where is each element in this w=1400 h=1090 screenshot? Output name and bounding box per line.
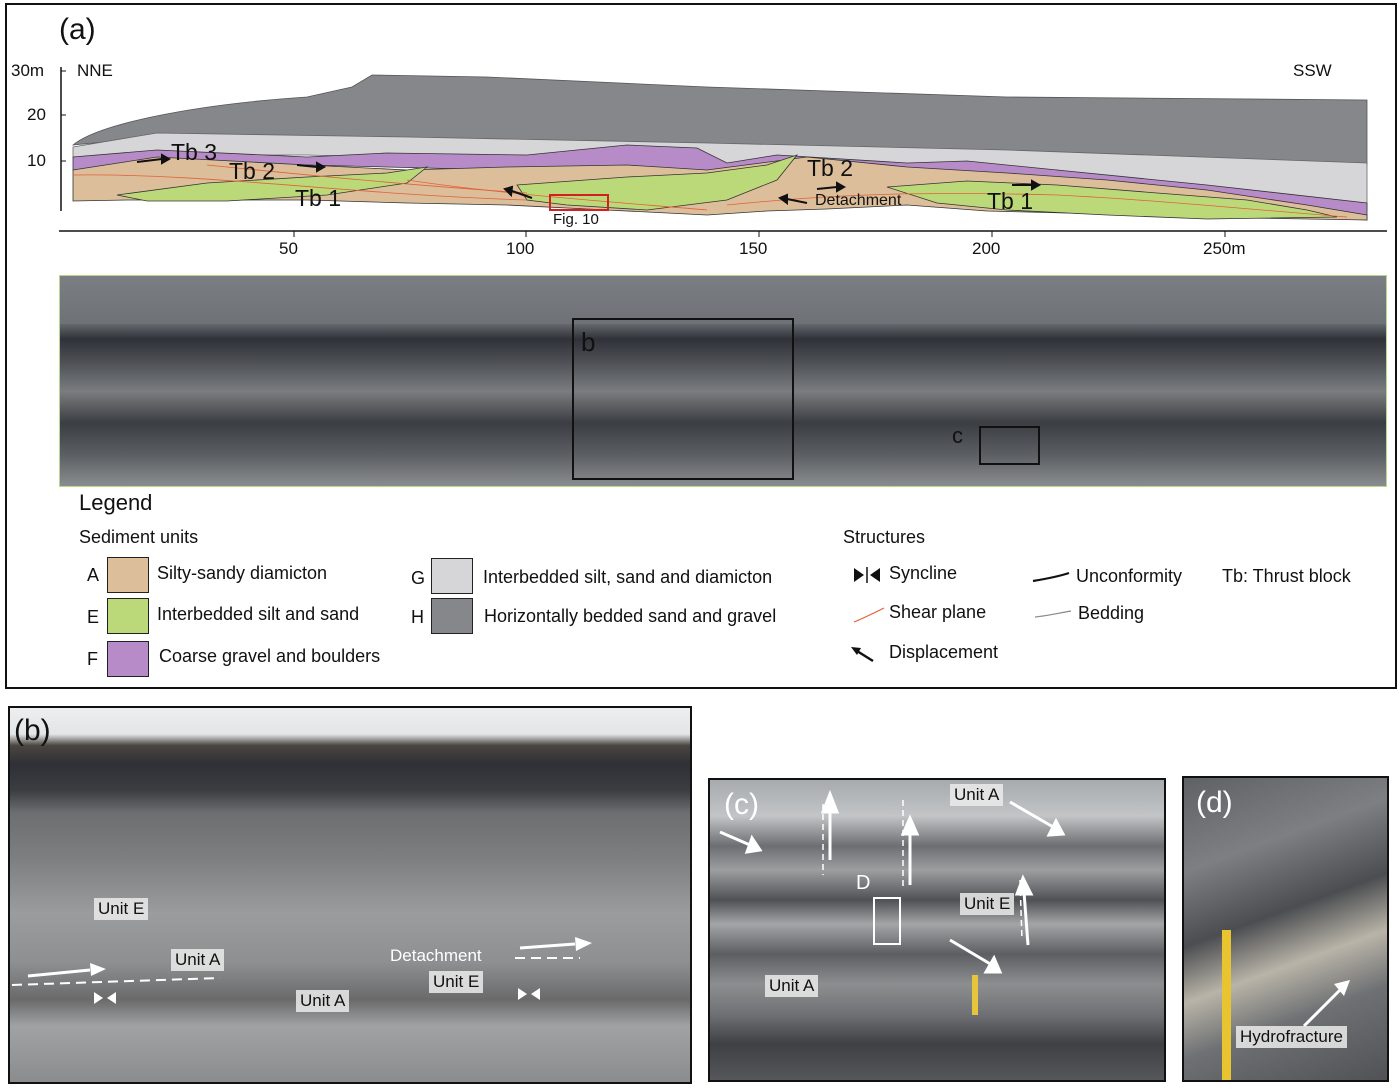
shear-plane-label: Shear plane bbox=[889, 602, 987, 622]
annotation-unit-e: Unit E bbox=[960, 893, 1015, 915]
unit-g-label: Interbedded silt, sand and diamicton bbox=[483, 567, 773, 587]
unit-e-layer-2 bbox=[516, 154, 799, 211]
annotation-unit-a-bottom: Unit A bbox=[765, 975, 819, 997]
unit-h-label: Horizontally bedded sand and gravel bbox=[484, 606, 777, 626]
unit-g-swatch bbox=[431, 558, 473, 594]
unit-f-label: Coarse gravel and boulders bbox=[159, 646, 381, 666]
structures-title: Structures bbox=[843, 527, 926, 547]
annotation-hydrofracture: Hydrofracture bbox=[1236, 1026, 1347, 1048]
panel-a: (a) bbox=[5, 3, 1397, 689]
unit-f-code: F bbox=[87, 649, 98, 669]
panel-a-label: (a) bbox=[59, 13, 96, 46]
panel-c: (c) Unit A D Unit E Unit A bbox=[708, 778, 1166, 1082]
unconformity-label: Unconformity bbox=[1076, 566, 1183, 586]
shear-plane-icon bbox=[853, 607, 885, 623]
x-tick-250: 250m bbox=[1203, 239, 1246, 258]
detachment-label: Detachment bbox=[815, 192, 902, 209]
bedding-icon bbox=[1034, 610, 1072, 618]
y-tick-30: 30m bbox=[11, 61, 45, 80]
unconformity-icon bbox=[1032, 571, 1070, 583]
panel-b-label: (b) bbox=[14, 714, 51, 747]
cliff-photo-model bbox=[59, 275, 1387, 487]
d-box bbox=[873, 897, 901, 945]
thrust-label-tb1-left: Tb 1 bbox=[295, 185, 342, 211]
photo-box-c bbox=[979, 426, 1040, 465]
photo-box-b bbox=[572, 318, 794, 480]
photo-label-b: b bbox=[581, 327, 596, 357]
syncline-icon bbox=[854, 567, 880, 583]
syncline-label: Syncline bbox=[889, 563, 958, 583]
sky-area bbox=[60, 276, 1386, 324]
x-tick-50: 50 bbox=[279, 239, 298, 258]
thrust-label-tb2-right: Tb 2 bbox=[807, 155, 854, 181]
annotation-unit-a-top: Unit A bbox=[950, 784, 1004, 806]
unit-h-swatch bbox=[431, 598, 473, 634]
annotation-unit-a-2: Unit A bbox=[296, 990, 350, 1012]
annotation-unit-e-2: Unit E bbox=[429, 971, 484, 993]
unit-e-label: Interbedded silt and sand bbox=[157, 604, 360, 624]
sediment-units-title: Sediment units bbox=[79, 527, 199, 547]
direction-ssw: SSW bbox=[1293, 61, 1332, 80]
unit-h-code: H bbox=[411, 607, 424, 627]
displacement-icon bbox=[851, 647, 874, 663]
x-tick-100: 100 bbox=[506, 239, 535, 258]
fig10-box bbox=[549, 194, 609, 211]
unit-f-swatch bbox=[107, 641, 149, 677]
unit-a-swatch bbox=[107, 557, 149, 593]
cross-section bbox=[59, 67, 1387, 237]
hydrofracture-arrow bbox=[1302, 980, 1350, 1028]
photo-label-c: c bbox=[952, 423, 963, 448]
x-tick-150: 150 bbox=[739, 239, 768, 258]
annotation-detachment: Detachment bbox=[390, 946, 482, 965]
annotation-unit-e-1: Unit E bbox=[94, 898, 149, 920]
annotation-d-box-label: D bbox=[856, 872, 871, 894]
fig10-label: Fig. 10 bbox=[553, 211, 599, 228]
y-tick-20: 20 bbox=[27, 105, 46, 124]
panel-b-arrows bbox=[11, 937, 592, 1004]
annotation-unit-a-1: Unit A bbox=[171, 949, 225, 971]
panel-c-arrows bbox=[719, 789, 1066, 1015]
x-tick-200: 200 bbox=[972, 239, 1001, 258]
unit-e-layer-3 bbox=[886, 180, 1338, 220]
unit-a-code: A bbox=[87, 565, 100, 585]
unit-e-code: E bbox=[87, 607, 100, 627]
panel-b: (b) Unit E Unit A Detachment Unit E Unit… bbox=[8, 706, 692, 1084]
displacement-label: Displacement bbox=[889, 642, 999, 662]
thrust-label-tb1-right: Tb 1 bbox=[987, 188, 1034, 214]
unit-a-label: Silty-sandy diamicton bbox=[157, 563, 328, 583]
unit-e-swatch bbox=[107, 598, 149, 634]
unit-g-code: G bbox=[411, 568, 426, 588]
panel-c-label: (c) bbox=[724, 788, 759, 821]
panel-d: (d) Hydrofracture bbox=[1182, 776, 1389, 1082]
thrust-label-tb2-left: Tb 2 bbox=[229, 158, 276, 184]
measuring-stick bbox=[1222, 930, 1231, 1080]
thrust-block-label: Tb: Thrust block bbox=[1222, 566, 1351, 586]
panel-d-label: (d) bbox=[1196, 786, 1233, 819]
bedding-label: Bedding bbox=[1078, 603, 1145, 623]
y-tick-10: 10 bbox=[27, 151, 46, 170]
direction-nne: NNE bbox=[77, 61, 113, 80]
thrust-label-tb3: Tb 3 bbox=[171, 139, 218, 165]
legend-title: Legend bbox=[79, 490, 153, 515]
